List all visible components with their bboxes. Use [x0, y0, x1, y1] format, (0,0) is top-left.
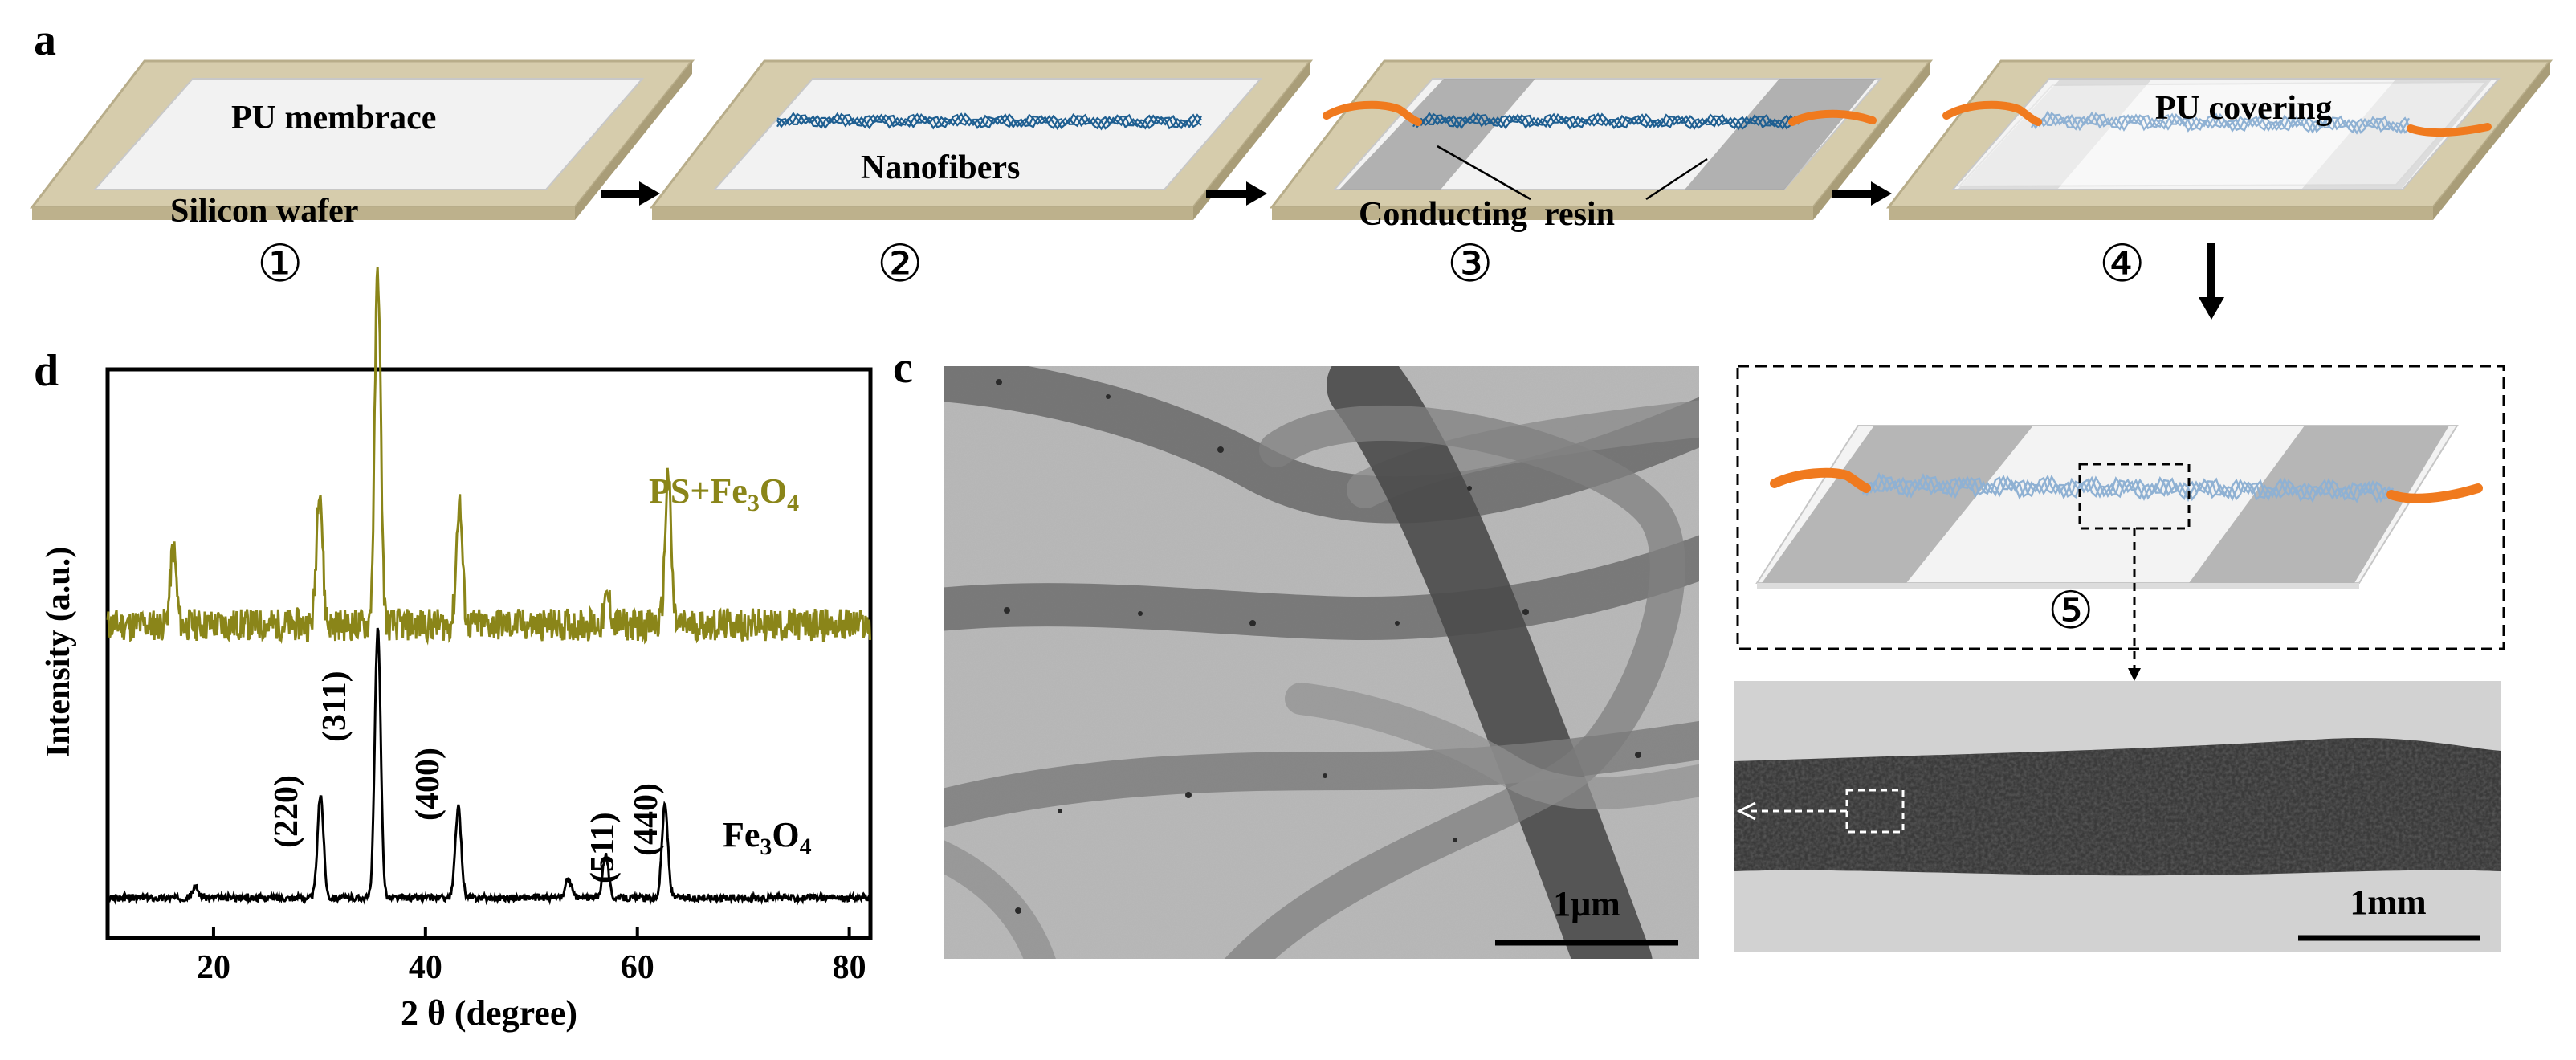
optical-pointer-head — [1736, 801, 1756, 821]
xrd-series-label-part: 3 — [760, 834, 772, 860]
xrd-peak-label: (220) — [268, 775, 305, 848]
tem-scale-label: 1μm — [1553, 884, 1620, 923]
step2-wafer — [649, 59, 1314, 220]
device-fiber-strand — [1861, 473, 2395, 503]
device-nanofiber — [1861, 471, 2395, 503]
xrd-xtick-label: 80 — [833, 949, 866, 986]
step3-nanofiber — [1412, 112, 1800, 131]
device-resin-right — [2189, 426, 2449, 583]
optical-scale-label: 1mm — [2350, 883, 2426, 922]
step3-wire-right — [1788, 109, 1877, 126]
step3-number: ③ — [1447, 234, 1493, 294]
step4-fiber-strand — [2031, 112, 2410, 134]
xrd-series-label-part: 3 — [748, 490, 760, 516]
xrd-series-composite — [106, 267, 871, 646]
xrd-series-label-part: Fe — [723, 815, 760, 854]
xrd-peak-label: (440) — [628, 783, 665, 856]
step3-resin-right — [1685, 79, 1876, 190]
xrd-series-label-1: Fe3O4 — [723, 815, 812, 860]
device-fiber-strand — [1861, 474, 2395, 503]
device-zoom-arrowhead — [2128, 668, 2141, 681]
xrd-xtick-label: 20 — [197, 949, 230, 986]
step1-membrane-label: PU membrace — [231, 100, 436, 137]
step3-wire-left — [1323, 100, 1422, 126]
arrow-4-down — [2199, 243, 2224, 320]
step1-number: ① — [257, 234, 303, 294]
step4-nanofiber — [2031, 110, 2410, 135]
xrd-series-label-part: O — [760, 471, 787, 511]
device-fiber-strand — [1862, 471, 2394, 503]
device-wire-right — [2386, 483, 2483, 503]
device-resin-left — [1762, 426, 2033, 583]
step4-fiber-strand — [2031, 110, 2410, 134]
panel-letter-a: a — [34, 15, 56, 65]
panel-letter-d: d — [34, 346, 59, 396]
arrow-3-4 — [1832, 181, 1892, 206]
xrd-peak-label: (311) — [316, 671, 353, 742]
step1-wafer-label: Silicon wafer — [170, 193, 358, 230]
step4-label: PU covering — [2155, 90, 2332, 127]
step5-number: ⑤ — [2048, 581, 2093, 641]
device-wire-left — [1770, 467, 1871, 493]
step3-pointer-right — [1645, 157, 1708, 201]
step3-pointer-left — [1437, 145, 1531, 201]
step1-wafer — [29, 59, 695, 220]
step2-fiber-strand — [776, 112, 1202, 130]
tem-image — [944, 366, 1699, 959]
device-substrate — [1755, 425, 2459, 589]
step2-fiber-strand — [776, 112, 1202, 130]
step2-label: Nanofibers — [861, 149, 1020, 186]
arrow-2-3 — [1206, 181, 1267, 206]
xrd-series-label-part: PS+Fe — [649, 471, 748, 511]
step4-number: ④ — [2099, 234, 2145, 294]
xrd-series-label-part: 4 — [787, 490, 799, 516]
xrd-peak-label: (400) — [410, 748, 446, 821]
xrd-xtick-label: 40 — [409, 949, 442, 986]
xrd-series-label-part: 4 — [800, 834, 812, 860]
step3-resin-left — [1339, 79, 1535, 190]
step4-wire-right — [2407, 123, 2492, 137]
step4-wire-left — [1942, 100, 2042, 126]
step2-number: ② — [877, 234, 923, 294]
xrd-series-fe3o4 — [106, 627, 871, 906]
step3-fiber-strand — [1412, 112, 1800, 131]
xrd-series-label-part: O — [772, 815, 799, 854]
step2-nanofiber — [776, 112, 1202, 131]
device-zoom-frame — [1736, 365, 2505, 650]
step4-wafer — [1885, 59, 2554, 220]
arrow-1-2 — [601, 181, 660, 206]
xrd-series-label-0: PS+Fe3O4 — [649, 471, 799, 516]
xrd-ylabel: Intensity (a.u.) — [40, 547, 77, 758]
step3-wafer — [1269, 59, 1934, 220]
panel-letter-c: c — [893, 343, 913, 393]
xrd-xtick-label: 60 — [621, 949, 654, 986]
device-selection-box — [2078, 463, 2191, 530]
xrd-peak-label: (511) — [585, 812, 622, 883]
xrd-xlabel: 2 θ (degree) — [401, 993, 577, 1033]
optical-image — [1734, 681, 2501, 952]
xrd-plot-frame — [105, 367, 873, 940]
step3-fiber-strand — [1412, 112, 1800, 130]
step3-label: Conducting resin — [1359, 196, 1615, 233]
